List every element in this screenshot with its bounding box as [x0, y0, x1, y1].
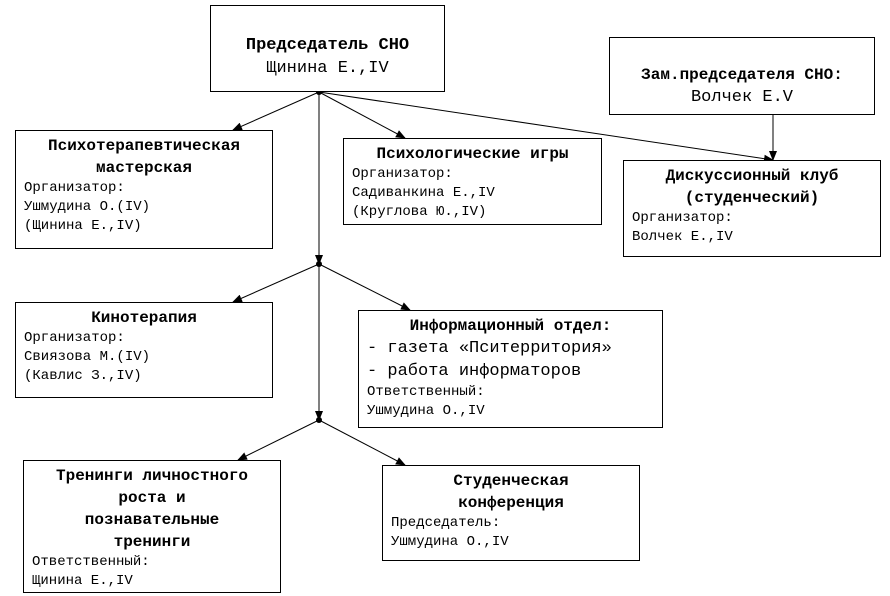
psychotherapy-title: Психотерапевтическая: [47, 137, 241, 155]
club-person: Волчек Е.,IV: [632, 229, 733, 245]
deputy-name: Волчек Е.V: [690, 88, 794, 107]
junction-dot: [316, 261, 322, 267]
kino-person-2: (Кавлис З.,IV): [24, 368, 142, 384]
trainings-title-2: роста и: [118, 489, 186, 507]
club-title: Дискуссионный клуб: [665, 167, 839, 185]
info-box: Информационный отдел: - газета «Пситерри…: [358, 310, 663, 428]
kino-box: Кинотерапия Организатор: Свиязова М.(IV)…: [15, 302, 273, 398]
games-box: Психологические игры Организатор: Садива…: [343, 138, 602, 225]
games-title: Психологические игры: [376, 145, 569, 163]
info-title: Информационный отдел:: [409, 317, 612, 335]
trainings-person: Щинина Е.,IV: [32, 573, 133, 589]
info-person: Ушмудина О.,IV: [367, 403, 485, 419]
conference-title: Студенческая: [453, 472, 569, 490]
deputy-box: Зам.председателя СНО: Волчек Е.V: [609, 37, 875, 115]
kino-title: Кинотерапия: [91, 309, 197, 327]
arrow-to-club: [318, 91, 774, 163]
trainings-title-4: тренинги: [113, 533, 191, 551]
psychotherapy-person: Ушмудина О.(IV): [24, 199, 151, 215]
info-bullet: - газета «Пситерритория»: [367, 339, 612, 358]
kino-person: Свиязова М.(IV): [24, 349, 151, 365]
arrow-to-conference: [318, 419, 406, 466]
games-person-2: (Круглова Ю.,IV): [352, 204, 487, 220]
chair-name: Щинина Е.,IV: [266, 59, 389, 78]
deputy-title: Зам.председателя СНО:: [641, 66, 843, 84]
conference-box: Студенческая конференция Председатель: У…: [382, 465, 640, 561]
conference-person: Ушмудина О.,IV: [391, 534, 509, 550]
info-bullet-2: - работа информаторов: [367, 362, 582, 381]
arrow-to-kino: [232, 263, 320, 303]
club-role: Организатор:: [632, 210, 733, 226]
games-person: Садиванкина Е.,IV: [352, 185, 495, 201]
junction-dot: [316, 417, 322, 423]
chair-title: Председатель СНО: [245, 36, 410, 55]
conference-role: Председатель:: [391, 515, 501, 531]
psychotherapy-title-2: мастерская: [95, 159, 192, 177]
arrow-to-games: [318, 91, 406, 139]
club-title-2: (студенческий): [684, 189, 820, 207]
arrow-to-psychotherapy: [232, 91, 320, 131]
trainings-role: Ответственный:: [32, 554, 150, 570]
arrow-to-info: [318, 263, 411, 311]
trainings-box: Тренинги личностного роста и познаватель…: [23, 460, 281, 593]
psychotherapy-box: Психотерапевтическая мастерская Организа…: [15, 130, 273, 249]
club-box: Дискуссионный клуб (студенческий) Органи…: [623, 160, 881, 257]
info-role: Ответственный:: [367, 384, 485, 400]
conference-title-2: конференция: [458, 494, 564, 512]
psychotherapy-person-2: (Щинина Е.,IV): [24, 218, 142, 234]
chair-box: Председатель СНО Щинина Е.,IV: [210, 5, 445, 92]
psychotherapy-role: Организатор:: [24, 180, 125, 196]
trainings-title: Тренинги личностного: [55, 467, 249, 485]
kino-role: Организатор:: [24, 330, 125, 346]
trainings-title-3: познавательные: [84, 511, 220, 529]
games-role: Организатор:: [352, 166, 453, 182]
arrow-to-trainings: [237, 419, 320, 461]
